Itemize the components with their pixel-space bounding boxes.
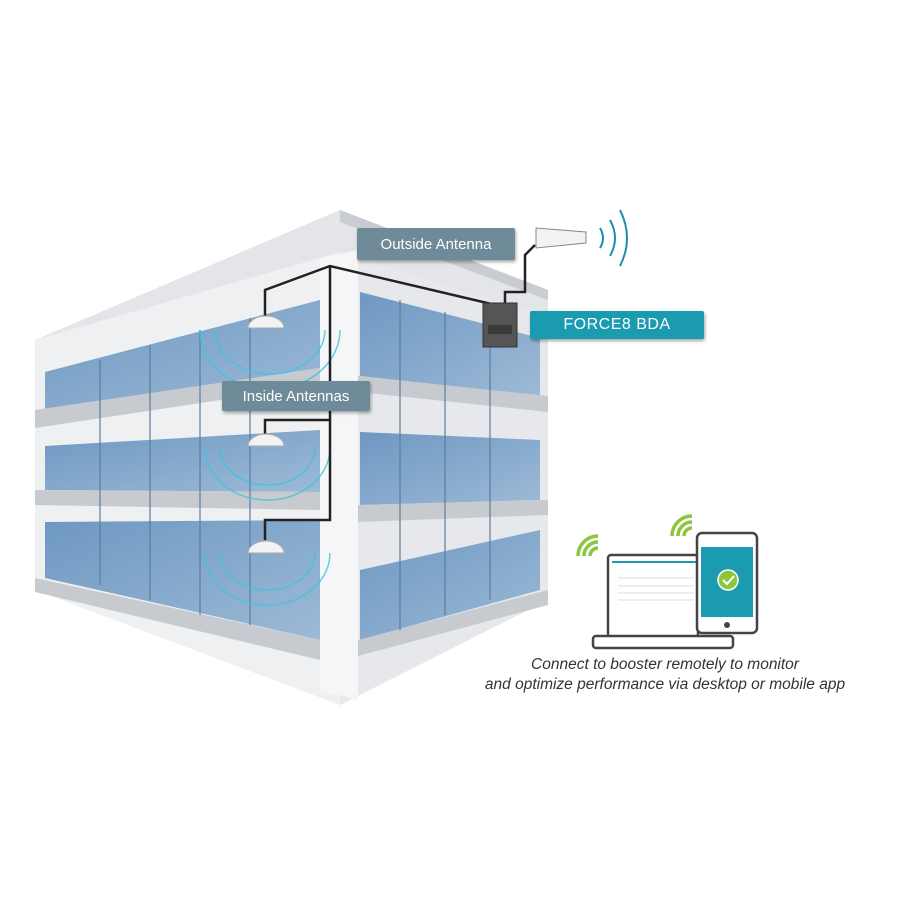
outside-signal-waves: [599, 209, 628, 267]
caption-line-1: Connect to booster remotely to monitor: [531, 656, 799, 673]
outside-antenna-label: Outside Antenna: [357, 228, 515, 260]
bda-label: FORCE8 BDA: [530, 311, 704, 339]
bda-unit-icon: [482, 302, 518, 348]
caption-line-2: and optimize performance via desktop or …: [484, 676, 846, 693]
caption: Connect to booster remotely to monitor a…: [430, 655, 900, 695]
inside-antennas-label: Inside Antennas: [222, 381, 370, 411]
laptop-icon: [591, 553, 735, 650]
inside-antenna-icons: [247, 315, 285, 554]
building: [35, 210, 548, 705]
phone-icon: [695, 531, 759, 635]
wifi-signal-icons: [576, 514, 693, 557]
cables: [263, 244, 536, 540]
outside-antenna-icon: [535, 227, 587, 249]
checkmark-icon: [717, 569, 739, 591]
